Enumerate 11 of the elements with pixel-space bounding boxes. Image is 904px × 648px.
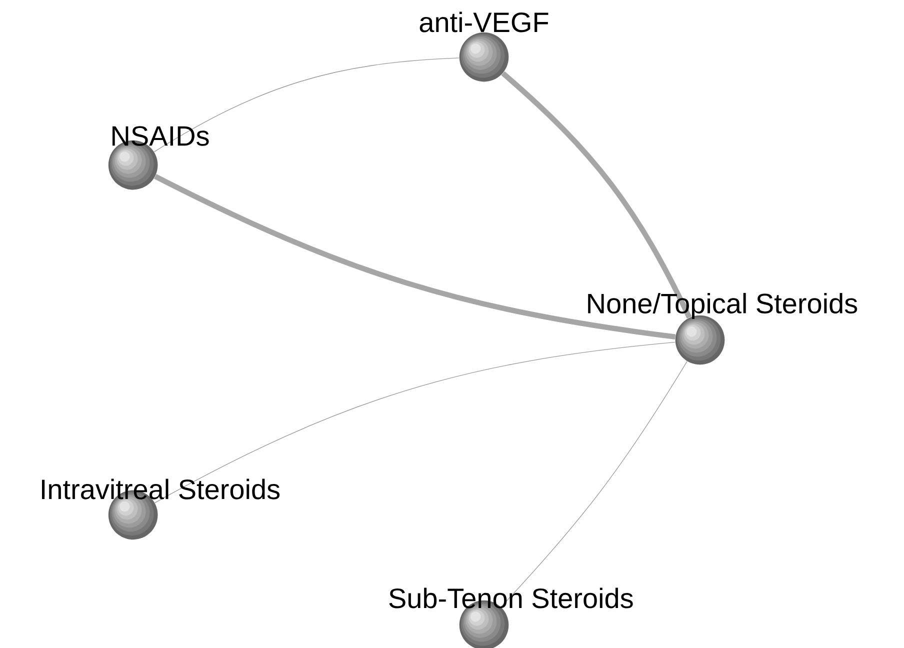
connector: [154, 342, 676, 504]
node-label: Intravitreal Steroids: [42, 478, 280, 500]
connector: [154, 58, 460, 152]
connector: [501, 71, 692, 319]
node-label: anti-VEGF: [420, 12, 548, 32]
sphere: [459, 32, 509, 82]
connector: [154, 174, 676, 340]
connector: [500, 361, 688, 608]
node-label: NSAIDs: [112, 126, 209, 146]
node-label: None/Topical Steroids: [588, 292, 858, 320]
node-label: Sub-Tenon Steroids: [389, 588, 633, 608]
